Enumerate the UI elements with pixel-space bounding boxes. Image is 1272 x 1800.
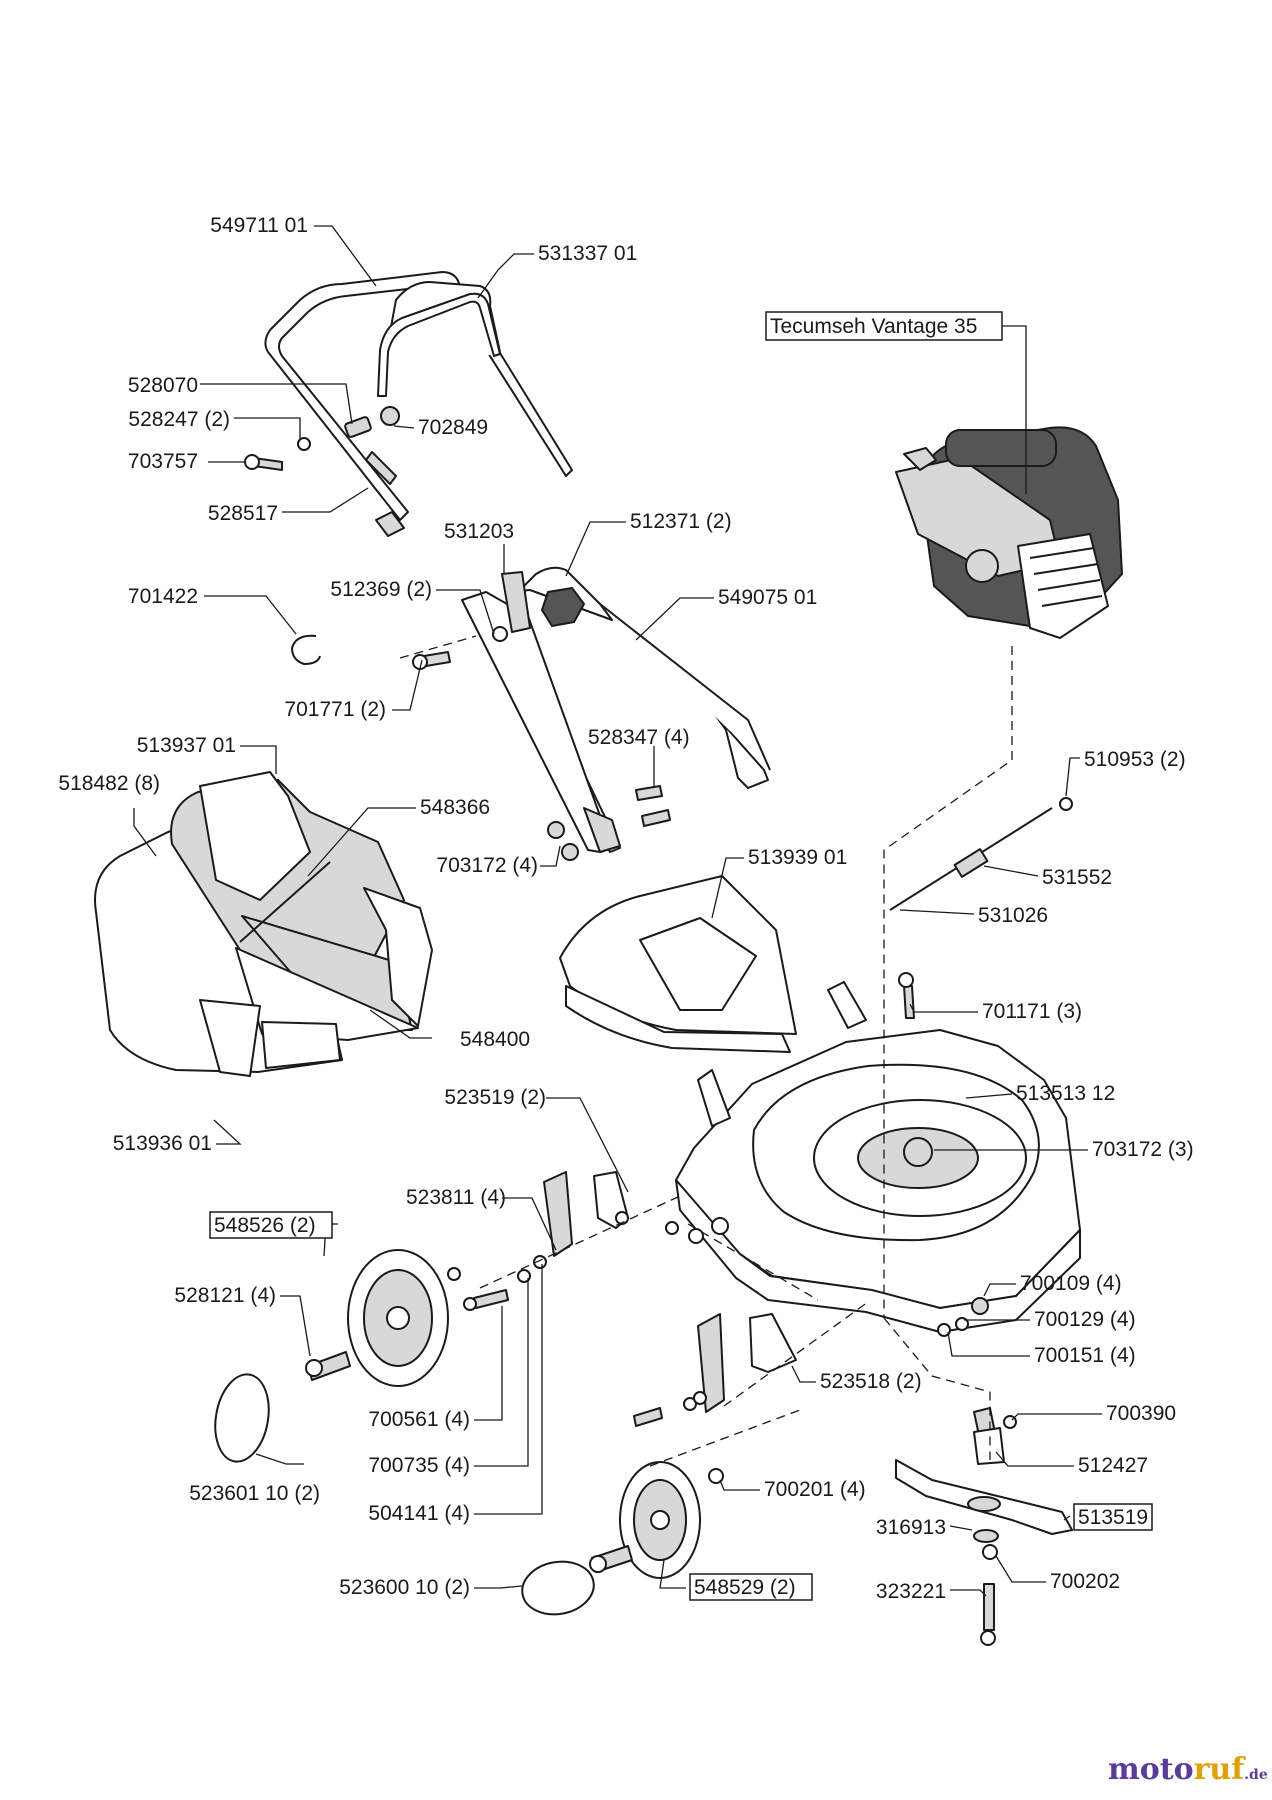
rear-hubcap: [521, 1560, 595, 1616]
front-hubcap: [214, 1373, 270, 1463]
label-512369: 512369 (2): [330, 578, 432, 601]
label-700151: 700151 (4): [1034, 1344, 1136, 1367]
rear-wheel: [589, 1461, 701, 1579]
label-528121: 528121 (4): [174, 1284, 276, 1307]
lower-handle: [461, 566, 771, 853]
label-701771: 701771 (2): [284, 698, 386, 721]
label-700735: 700735 (4): [368, 1454, 470, 1477]
front-wheel: [305, 1249, 509, 1387]
label-700129: 700129 (4): [1034, 1308, 1136, 1331]
label-box-513519: [1073, 1503, 1153, 1531]
label-703757: 703757: [128, 450, 198, 473]
handle-bolts: [547, 785, 671, 861]
clip-701422: [291, 634, 321, 665]
label-523518: 523518 (2): [820, 1370, 922, 1393]
handle-hardware: [244, 406, 400, 485]
label-700202: 700202: [1050, 1570, 1120, 1593]
label-701422: 701422: [128, 585, 198, 608]
label-523601: 523601 10 (2): [189, 1482, 320, 1505]
label-528247: 528247 (2): [128, 408, 230, 431]
label-323221: 323221: [876, 1580, 946, 1603]
label-548526: 548526 (2): [214, 1214, 316, 1237]
label-700390: 700390: [1106, 1402, 1176, 1425]
blade-assembly: [895, 1407, 1073, 1646]
label-549711: 549711 01: [210, 214, 308, 237]
label-700201: 700201 (4): [764, 1478, 866, 1501]
label-512371: 512371 (2): [630, 510, 732, 533]
label-523600: 523600 10 (2): [339, 1576, 470, 1599]
engine-label-box: [765, 311, 1003, 341]
label-548400: 548400: [460, 1028, 530, 1051]
handle-knob: [412, 571, 585, 670]
assembly-lines: [399, 635, 1013, 1467]
rear-flap: [559, 875, 797, 1053]
label-513519: 513519: [1078, 1506, 1148, 1529]
label-513937: 513937 01: [137, 734, 236, 757]
label-528070: 528070: [128, 374, 198, 397]
label-513939: 513939 01: [748, 846, 847, 869]
label-504141: 504141 (4): [368, 1502, 470, 1525]
label-523811: 523811 (4): [406, 1186, 506, 1209]
rear-height-adjuster: [633, 1313, 797, 1484]
watermark-part2: ruf: [1193, 1752, 1245, 1787]
label-531552: 531552: [1042, 866, 1112, 889]
watermark-logo: motoruf.de: [1108, 1752, 1268, 1787]
label-548366: 548366: [420, 796, 490, 819]
label-512427: 512427: [1078, 1454, 1148, 1477]
label-513936: 513936 01: [113, 1132, 212, 1155]
part-labels: 549711 01 531337 01 Tecumseh Vantage 35 …: [58, 214, 1193, 1603]
label-531026: 531026: [978, 904, 1048, 927]
grass-bag: [94, 771, 433, 1077]
label-531203: 531203: [444, 520, 514, 543]
label-548529: 548529 (2): [694, 1576, 796, 1599]
upper-handle: [264, 271, 573, 537]
rear-axle: [889, 797, 1073, 911]
leader-lines: [133, 225, 1102, 1597]
label-700109: 700109 (4): [1020, 1272, 1122, 1295]
engine: [895, 426, 1123, 639]
control-lever: [377, 292, 501, 397]
watermark-part1: moto: [1108, 1752, 1194, 1787]
label-316913: 316913: [876, 1516, 946, 1539]
label-510953: 510953 (2): [1084, 748, 1186, 771]
label-box-548526: [209, 1211, 333, 1239]
label-703172-4: 703172 (4): [436, 854, 538, 877]
label-702849: 702849: [418, 416, 488, 439]
label-703172-3: 703172 (3): [1092, 1138, 1194, 1161]
label-box-548529: [689, 1573, 813, 1601]
label-528347: 528347 (4): [588, 726, 690, 749]
label-700561: 700561 (4): [368, 1408, 470, 1431]
label-523519: 523519 (2): [444, 1086, 546, 1109]
label-701171: 701171 (3): [982, 1000, 1082, 1023]
watermark-part3: .de: [1244, 1767, 1268, 1783]
label-518482: 518482 (8): [58, 772, 160, 795]
label-513513: 513513 12: [1016, 1082, 1115, 1105]
deck-hardware: [898, 972, 989, 1337]
label-531337: 531337 01: [538, 242, 637, 265]
label-engine: Tecumseh Vantage 35: [770, 315, 977, 338]
mower-deck: [675, 981, 1081, 1333]
label-549075: 549075 01: [718, 586, 817, 609]
label-528517: 528517: [208, 502, 278, 525]
